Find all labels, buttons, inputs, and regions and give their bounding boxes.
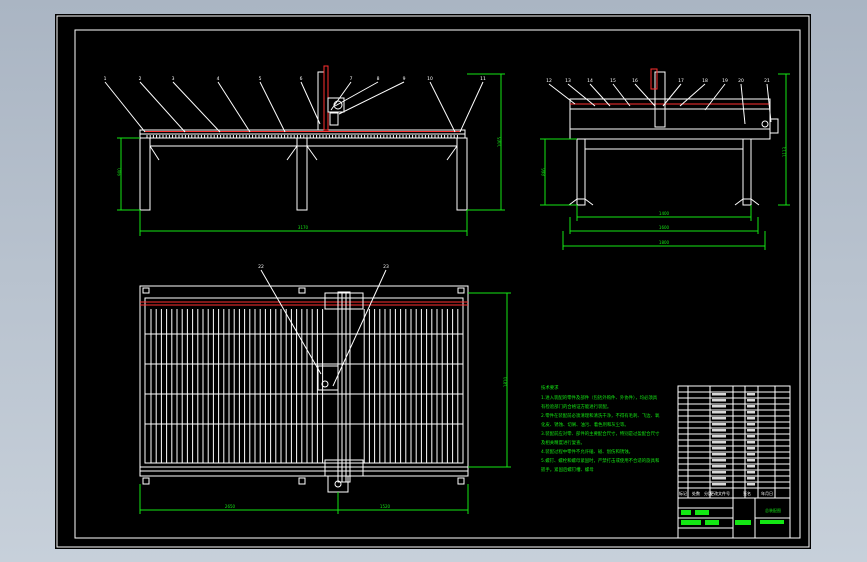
title-block-cell: 年月日 xyxy=(761,490,773,496)
note-line: 扳手。紧固后螺钉槽、螺母 xyxy=(541,466,594,473)
balloon-label: 3 xyxy=(172,76,175,82)
note-line: 及相关精度进行复查。 xyxy=(541,439,585,446)
top-gantry xyxy=(337,291,351,483)
balloon-label: 14 xyxy=(587,78,593,84)
balloon-label: 18 xyxy=(702,78,708,84)
top-view: 2650 1520 1810 xyxy=(139,269,511,514)
notes-title: 技术要求 xyxy=(541,384,559,391)
balloon-label: 17 xyxy=(678,78,684,84)
title-block-cell: 处数 xyxy=(692,490,700,496)
title-block-cell: 更改文件号 xyxy=(710,490,730,496)
drawing-canvas: 3170 1065 900 xyxy=(56,15,810,548)
dim-side-outer: 1800 xyxy=(659,240,670,245)
balloon-label: 15 xyxy=(610,78,616,84)
side-table-body xyxy=(569,108,771,130)
dim-front-total: 3170 xyxy=(298,225,309,230)
front-leg-middle xyxy=(296,137,308,211)
balloon-label: 19 xyxy=(722,78,728,84)
dim-front-height: 1065 xyxy=(497,136,502,147)
technical-notes: 技术要求 1.进入装配的零件及部件（包括外购件、外协件），均必须具有检验部门的合… xyxy=(541,384,660,473)
dim-top-right: 1520 xyxy=(380,504,391,509)
balloon-label: 6 xyxy=(300,76,303,82)
side-leaders xyxy=(548,83,772,125)
balloon-label: 21 xyxy=(764,78,770,84)
side-torch-column xyxy=(654,71,666,128)
dim-side-leg: 866 xyxy=(541,168,546,176)
inner-frame xyxy=(74,29,801,539)
drawing-name: 总装配图 xyxy=(765,507,781,513)
balloon-label: 12 xyxy=(546,78,552,84)
side-leg-left xyxy=(576,138,586,206)
top-torch-carriage xyxy=(317,365,339,391)
front-view: 3170 1065 900 xyxy=(104,65,505,236)
dim-side-mid: 1600 xyxy=(659,225,670,230)
balloon-label: 20 xyxy=(738,78,744,84)
balloon-label: 7 xyxy=(350,76,353,82)
title-block-cell: 标记 xyxy=(679,490,687,496)
balloon-label: 13 xyxy=(565,78,571,84)
front-rack xyxy=(146,135,458,138)
balloon-label: 9 xyxy=(403,76,406,82)
dim-front-leg: 900 xyxy=(117,168,122,176)
top-leaders xyxy=(260,269,387,387)
title-block-cell: 分区 xyxy=(704,490,712,496)
balloon-label: 22 xyxy=(258,264,264,270)
side-view: 1400 1600 1800 866 1113 xyxy=(540,68,790,250)
balloon-label: 16 xyxy=(632,78,638,84)
balloon-label: 1 xyxy=(104,76,107,82)
note-line: 4.装配过程中零件不允许磕、碰、划伤和锈蚀。 xyxy=(541,448,633,455)
balloon-label: 8 xyxy=(377,76,380,82)
note-line: 1.进入装配的零件及部件（包括外购件、外协件），均必须具 xyxy=(541,394,658,401)
top-gantry-end-upper xyxy=(324,292,364,310)
balloon-label: 11 xyxy=(480,76,486,82)
side-leg-right xyxy=(742,138,752,206)
dim-side-inner: 1400 xyxy=(659,211,670,216)
balloon-label: 4 xyxy=(217,76,220,82)
dim-top-depth: 1810 xyxy=(503,376,508,387)
front-leg-right xyxy=(456,137,468,211)
note-line: 3.装配前应对零、部件的主要配合尺寸，特别是过盈配合尺寸 xyxy=(541,430,660,437)
balloon-label: 2 xyxy=(139,76,142,82)
balloon-label: 5 xyxy=(259,76,262,82)
note-line: 化皮、锈蚀、切屑、油污、着色剂和灰尘等。 xyxy=(541,421,629,428)
title-block: 标记处数分区更改文件号 签名 年月日 总装配图 xyxy=(677,385,791,539)
balloon-label: 10 xyxy=(427,76,433,82)
top-frame xyxy=(139,285,469,477)
drawing-sheet[interactable]: 3170 1065 900 xyxy=(55,14,811,549)
dim-top-left: 2650 xyxy=(225,504,236,509)
outer-border xyxy=(56,15,810,548)
note-line: 2.零件在装配前必须清理和清洗干净，不得有毛刺、飞边、氧 xyxy=(541,412,660,419)
top-gantry-end-lower xyxy=(324,459,364,477)
balloon-label: 23 xyxy=(383,264,389,270)
note-line: 有检验部门的合格证方能进行装配。 xyxy=(541,403,611,410)
front-leg-left xyxy=(139,137,151,211)
top-slats xyxy=(150,309,459,463)
front-leaders xyxy=(104,81,484,133)
dim-side-height: 1113 xyxy=(782,146,787,157)
note-line: 5.螺钉、螺栓和螺母紧固时，严禁打击或使用不合适的旋具和 xyxy=(541,457,659,464)
front-torch-carriage xyxy=(327,97,345,113)
title-block-cell: 签名 xyxy=(743,490,751,496)
front-torch-slide xyxy=(323,65,329,131)
